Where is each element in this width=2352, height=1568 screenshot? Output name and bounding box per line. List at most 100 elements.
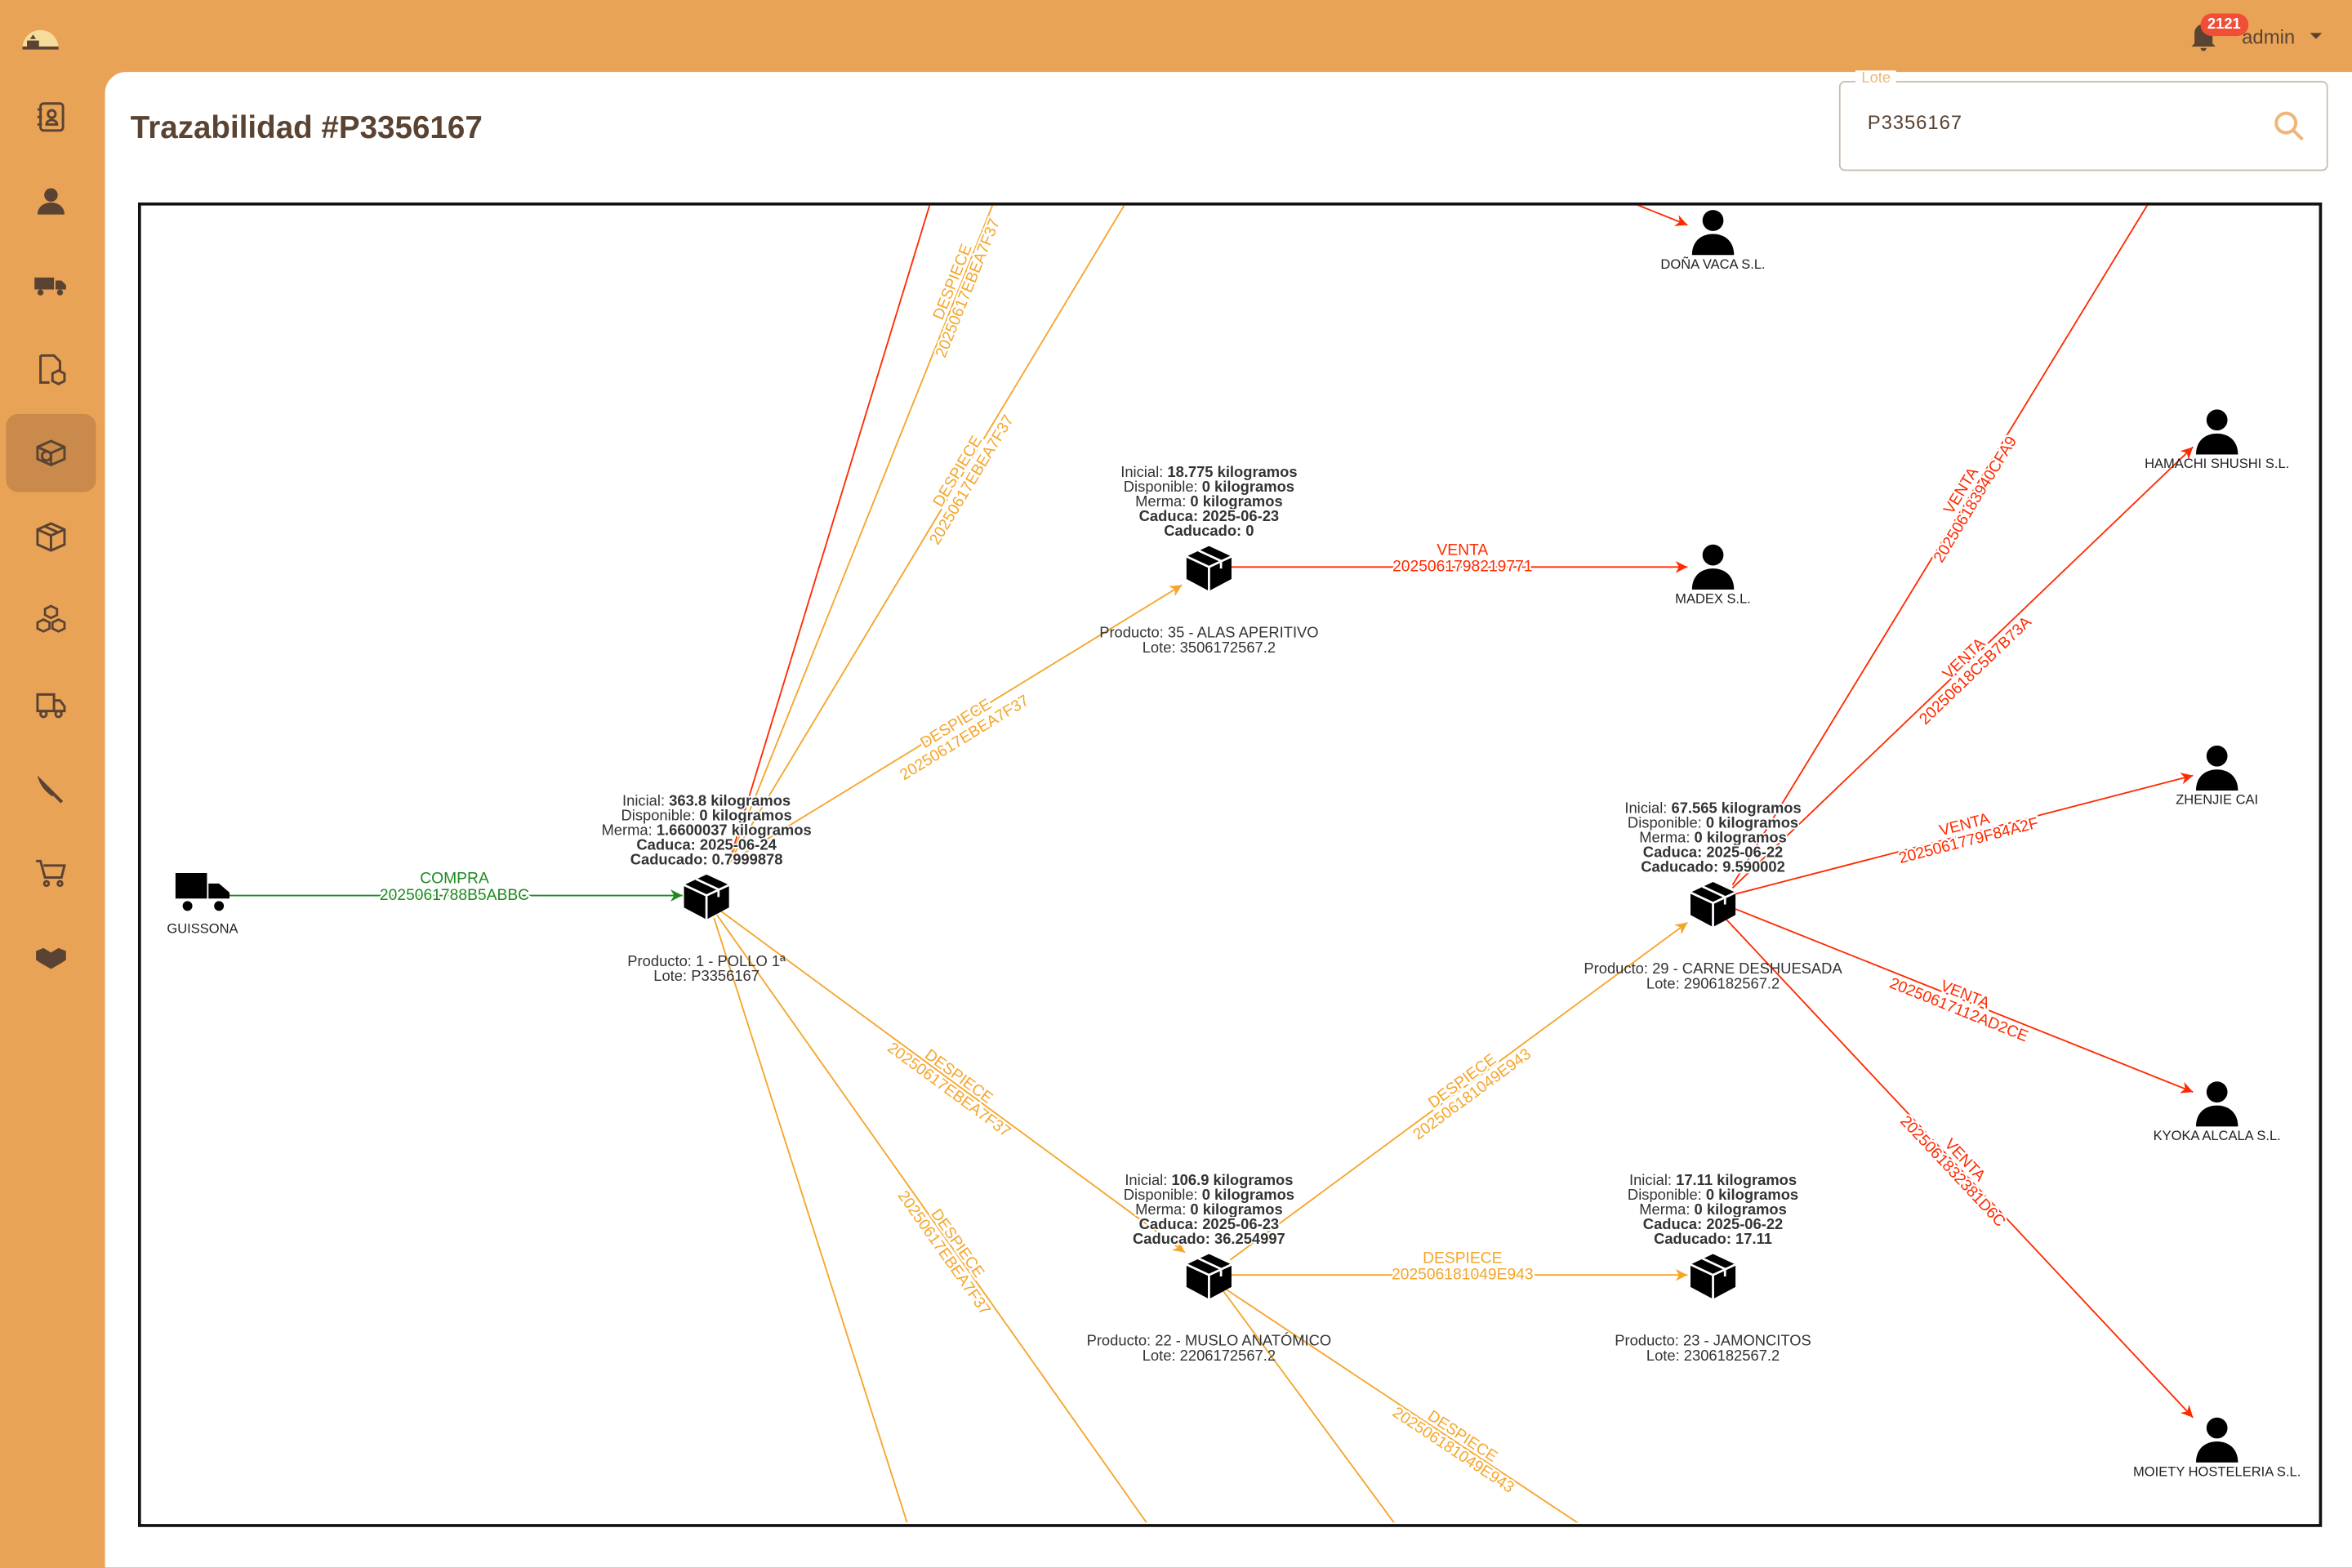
customer-name: MADEX S.L. — [1675, 590, 1751, 606]
lot-info-value: 18.775 kilogramos — [1167, 463, 1297, 480]
sidebar-item-products[interactable] — [6, 498, 96, 577]
edge-despiece[interactable]: DESPIECE20250617EBEA7F37 — [719, 910, 1186, 1254]
supplier-node[interactable]: GUISSONA — [167, 872, 238, 936]
lot-info-value: Caducado: 0.7999878 — [630, 850, 783, 867]
edge-code: 20250618C5B7B73A — [1917, 613, 2035, 728]
sidebar-item-stock[interactable] — [6, 582, 96, 661]
notifications-button[interactable]: 2121 — [2188, 13, 2248, 52]
edge-venta[interactable] — [728, 204, 931, 863]
edge-venta[interactable] — [1635, 204, 1688, 226]
edge-code: 20250617EBEA7F37 — [884, 1040, 1013, 1141]
sidebar-item-transport[interactable] — [6, 246, 96, 324]
customer-node[interactable]: MOIETY HOSTELERIA S.L. — [2133, 1417, 2301, 1480]
lot-product: Producto: 22 - MUSLO ANATÓMICO — [1087, 1332, 1332, 1349]
lot-info-line: Caduca: 2025-06-22 — [1643, 844, 1783, 861]
lot-info-value: Caduca: 2025-06-22 — [1643, 844, 1783, 861]
lot-info-value: Caducado: 36.254997 — [1133, 1230, 1285, 1247]
delivery-truck-icon — [36, 693, 66, 719]
edge-code: 2025061788B5ABBC — [380, 887, 529, 904]
edge-code: 202506181049E943 — [1392, 1267, 1534, 1284]
search-icon[interactable] — [2273, 109, 2305, 142]
lot-info-label: Merma: — [1135, 492, 1190, 510]
sidebar-item-cutting[interactable] — [6, 750, 96, 828]
sidebar-item-sales[interactable] — [6, 834, 96, 912]
package-icon — [1186, 1254, 1232, 1299]
lot-product: Producto: 29 - CARNE DESHUESADA — [1584, 960, 1842, 977]
edge-line — [728, 205, 931, 863]
edge-line — [728, 205, 994, 863]
edge-despiece[interactable]: DESPIECE20250617EBEA7F37 — [728, 204, 1005, 863]
lot-code: Lote: 2906182567.2 — [1646, 974, 1780, 991]
edge-line — [1735, 908, 2194, 1094]
sidebar-item-traceability[interactable] — [6, 413, 96, 492]
lot-info-value: 106.9 kilogramos — [1171, 1171, 1293, 1188]
customer-node[interactable]: DOÑA VACA S.L. — [1660, 210, 1766, 272]
box-document-icon — [39, 354, 66, 385]
edge-line — [728, 205, 1125, 863]
lote-input[interactable] — [1864, 109, 2246, 136]
lot-info-label: Merma: — [1135, 1200, 1190, 1218]
truck-trailer-icon — [34, 277, 66, 296]
customer-node[interactable]: HAMACHI SHUSHI S.L. — [2145, 409, 2289, 471]
lot-info-label: Inicial: — [1624, 800, 1671, 817]
lot-info-value: 1.6600037 kilogramos — [657, 821, 812, 838]
customer-node[interactable]: MADEX S.L. — [1675, 544, 1751, 607]
lote-search-field[interactable]: Lote — [1838, 70, 2328, 172]
lot-info-line: Inicial: 18.775 kilogramos — [1120, 463, 1297, 480]
lot-info-value: 363.8 kilogramos — [669, 791, 791, 808]
chevron-down-icon — [2310, 33, 2323, 39]
lot-info-line: Caducado: 17.11 — [1654, 1230, 1772, 1247]
lot-info-value: Caducado: 17.11 — [1654, 1230, 1772, 1247]
lot-info-line: Caducado: 0.7999878 — [630, 850, 783, 867]
lot-info-line: Caduca: 2025-06-23 — [1139, 507, 1279, 524]
customer-node[interactable]: ZHENJIE CAI — [2176, 745, 2258, 808]
lot-info-label: Inicial: — [1120, 463, 1167, 480]
sidebar-item-deliveries[interactable] — [6, 666, 96, 745]
lot-info-line: Caduca: 2025-06-23 — [1139, 1215, 1279, 1232]
lot-info-value: Caduca: 2025-06-22 — [1643, 1215, 1783, 1232]
edge-label: DESPIECE20250617EBEA7F37 — [884, 1026, 1023, 1140]
lot-info-line: Inicial: 67.565 kilogramos — [1624, 800, 1801, 817]
lot-info-value: 0 kilogramos — [1202, 478, 1294, 495]
customer-name: KYOKA ALCALA S.L. — [2154, 1128, 2281, 1143]
lot-info-line: Disponible: 0 kilogramos — [1124, 478, 1294, 495]
edge-type: DESPIECE — [1423, 1250, 1503, 1267]
handshake-icon — [36, 947, 66, 969]
traceability-graph-frame[interactable] — [137, 202, 2323, 1527]
edge-label: VENTA2025061779F84A2F — [1893, 799, 2040, 867]
edge-venta[interactable]: VENTA202506183940CFA9 — [1731, 204, 2149, 886]
lot-info-label: Merma: — [1639, 1200, 1694, 1218]
customer-node[interactable]: KYOKA ALCALA S.L. — [2154, 1081, 2281, 1143]
sidebar-item-partners[interactable] — [6, 918, 96, 996]
sidebar-item-documents[interactable] — [6, 330, 96, 408]
sidebar-item-users[interactable] — [6, 162, 96, 240]
app-logo[interactable] — [18, 18, 63, 54]
package-search-icon — [36, 439, 66, 466]
edge-despiece[interactable] — [713, 917, 908, 1524]
edge-despiece[interactable]: DESPIECE20250617EBEA7F37 — [716, 914, 1147, 1524]
person-icon — [1691, 210, 1735, 256]
user-menu[interactable]: admin — [2242, 24, 2323, 47]
edge-type: COMPRA — [420, 871, 489, 888]
edge-line — [1731, 205, 2149, 886]
edge-despiece[interactable] — [1222, 1290, 1395, 1525]
sidebar-item-contacts[interactable] — [6, 78, 96, 157]
lot-info-value: 0 kilogramos — [1190, 1200, 1282, 1218]
lot-info-value: Caducado: 9.590002 — [1641, 858, 1785, 875]
edge-venta[interactable]: VENTA20250617112AD2CE — [1735, 908, 2194, 1094]
edge-despiece[interactable]: DESPIECE202506181049E943 — [1222, 1286, 1579, 1524]
lot-info-value: Caducado: 0 — [1164, 522, 1254, 539]
edge-venta[interactable]: VENTA2025061779F84A2F — [1735, 773, 2194, 895]
edge-line — [719, 910, 1186, 1254]
lot-info-line: Inicial: 17.11 kilogramos — [1629, 1171, 1797, 1188]
